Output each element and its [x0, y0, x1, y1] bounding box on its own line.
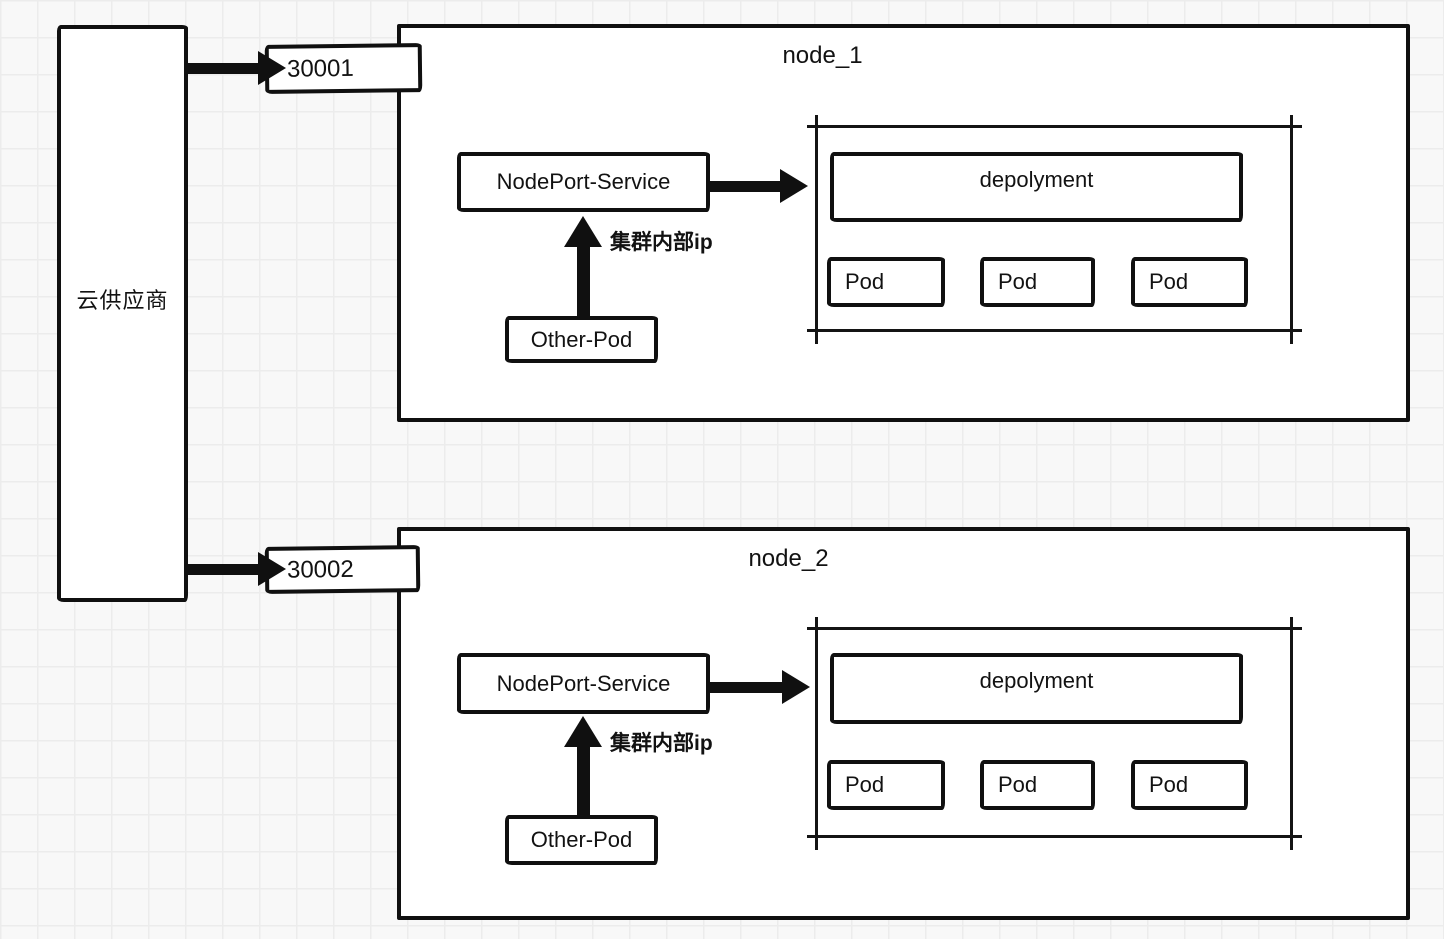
pod-label: Pod [998, 772, 1038, 797]
node-1-arrow-service-to-deployment [708, 169, 808, 203]
arrow-right-icon [780, 169, 808, 203]
arrow-shaft [576, 247, 590, 317]
node-2-other-pod-box: Other-Pod [505, 815, 658, 865]
container-line-bottom [807, 835, 1302, 838]
node-1-deployment-box: depolyment [830, 152, 1243, 222]
node-1-nodeport-service-box: NodePort-Service [457, 152, 710, 212]
arrow-shaft [186, 62, 258, 74]
node-2-nodeport-service-label: NodePort-Service [496, 670, 671, 696]
node-2-arrow-service-to-deployment [710, 670, 810, 704]
node-2-deployment-container [807, 617, 1302, 850]
port-box-30002: 30002 [264, 545, 421, 594]
cloud-provider-box: 云供应商 [57, 25, 188, 602]
node-1-other-pod-box: Other-Pod [505, 316, 658, 363]
node-1-arrow-otherpod-to-service [564, 216, 602, 317]
node-1-other-pod-label: Other-Pod [530, 326, 633, 352]
arrow-up-icon [564, 216, 602, 247]
node-1-cluster-ip-label: 集群内部ip [610, 231, 713, 254]
node-1-deployment-label: depolyment [979, 167, 1094, 192]
pod-label: Pod [998, 269, 1038, 294]
arrow-cloud-to-port-30001 [186, 51, 286, 85]
port-box-30001: 30001 [264, 43, 423, 94]
node-2-other-pod-label: Other-Pod [530, 827, 633, 852]
node-1-deployment-container [807, 115, 1302, 344]
container-line-right [1290, 115, 1293, 344]
arrow-shaft [710, 681, 782, 693]
node-2-nodeport-service-box: NodePort-Service [457, 653, 710, 714]
cloud-provider-label: 云供应商 [76, 287, 169, 313]
pod-label: Pod [845, 772, 885, 797]
node-2-pod-2-box: Pod [980, 760, 1095, 810]
node-2-deployment-label: depolyment [979, 668, 1094, 693]
node-2-cluster-ip-label: 集群内部ip [610, 732, 713, 755]
arrow-right-icon [258, 552, 286, 586]
node-2-title-label: node_2 [748, 545, 829, 572]
pod-label: Pod [845, 269, 885, 294]
arrow-shaft [708, 180, 780, 192]
container-line-top [807, 627, 1302, 630]
pod-label: Pod [1149, 269, 1189, 294]
arrow-cloud-to-port-30002 [186, 552, 286, 586]
arrow-shaft [576, 747, 590, 816]
container-line-left [815, 115, 818, 344]
node-1-pod-3-box: Pod [1131, 257, 1248, 307]
node-1-title: node_1 [401, 42, 1406, 70]
pod-label: Pod [1149, 772, 1189, 797]
arrow-right-icon [258, 51, 286, 85]
arrow-shaft [186, 563, 258, 575]
node-1-title-label: node_1 [782, 42, 863, 69]
node-1-pod-1-box: Pod [827, 257, 945, 307]
node-2-arrow-otherpod-to-service [564, 716, 602, 816]
node-2-deployment-box: depolyment [830, 653, 1243, 724]
node-2-pod-1-box: Pod [827, 760, 945, 810]
node-1-pod-2-box: Pod [980, 257, 1095, 307]
arrow-up-icon [564, 716, 602, 747]
container-line-bottom [807, 329, 1302, 332]
node-2-title: node_2 [401, 545, 1406, 573]
port-30002-label: 30002 [286, 555, 354, 584]
port-30001-label: 30001 [286, 54, 354, 83]
container-line-left [815, 617, 818, 850]
arrow-right-icon [782, 670, 810, 704]
node-2-pod-3-box: Pod [1131, 760, 1248, 810]
container-line-right [1290, 617, 1293, 850]
container-line-top [807, 125, 1302, 128]
node-1-nodeport-service-label: NodePort-Service [496, 169, 671, 194]
